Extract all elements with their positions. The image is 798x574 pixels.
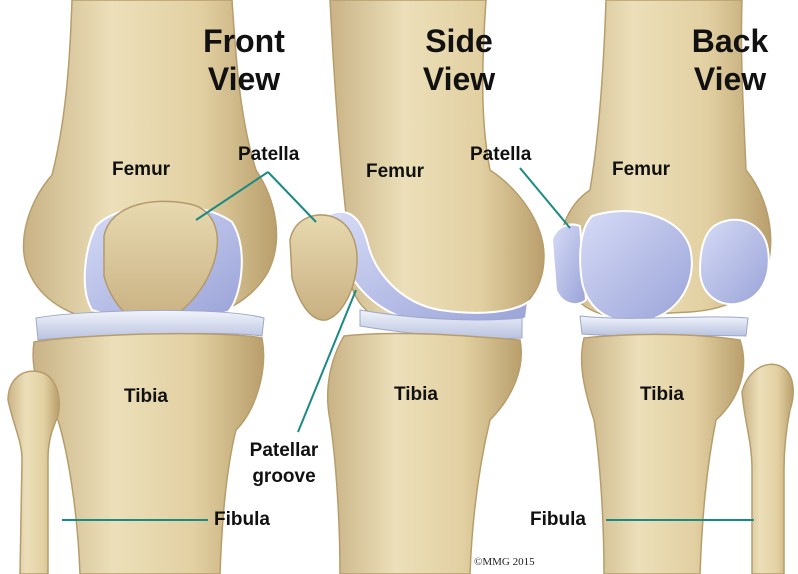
- front-fibula-label: Fibula: [214, 510, 270, 529]
- back-patella-label: Patella: [470, 145, 531, 164]
- back-view-title: Back View: [680, 22, 780, 98]
- back-fibula-bone: [742, 364, 793, 574]
- front-view-title-line1: Front: [194, 22, 294, 60]
- front-tibia-label: Tibia: [124, 387, 168, 406]
- side-tibia-label: Tibia: [394, 385, 438, 404]
- front-fibula-bone: [8, 371, 59, 574]
- side-view-title-line1: Side: [414, 22, 504, 60]
- side-view-title: Side View: [414, 22, 504, 98]
- side-femur-label: Femur: [366, 162, 424, 181]
- front-patella-label: Patella: [238, 145, 299, 164]
- back-tibia-bone: [582, 334, 744, 574]
- patellar-groove-label-line2: groove: [238, 464, 330, 490]
- front-view-title-line2: View: [194, 60, 294, 98]
- side-tibia-bone: [328, 333, 522, 574]
- back-view-title-line2: View: [680, 60, 780, 98]
- back-lateral-condyle-cartilage: [700, 220, 769, 304]
- front-femur-label: Femur: [112, 160, 170, 179]
- back-femur-label: Femur: [612, 160, 670, 179]
- copyright-notice: ©MMG 2015: [474, 556, 535, 568]
- back-medial-condyle-cartilage: [580, 211, 692, 322]
- patellar-groove-label: Patellar groove: [238, 438, 330, 490]
- side-patella-bone: [290, 215, 357, 320]
- back-view-title-line1: Back: [680, 22, 780, 60]
- back-tibia-label: Tibia: [640, 385, 684, 404]
- back-fibula-label: Fibula: [530, 510, 586, 529]
- back-meniscus: [580, 316, 748, 336]
- front-view-title: Front View: [194, 22, 294, 98]
- patellar-groove-label-line1: Patellar: [238, 438, 330, 464]
- front-tibia-bone: [33, 334, 263, 574]
- side-view-title-line2: View: [414, 60, 504, 98]
